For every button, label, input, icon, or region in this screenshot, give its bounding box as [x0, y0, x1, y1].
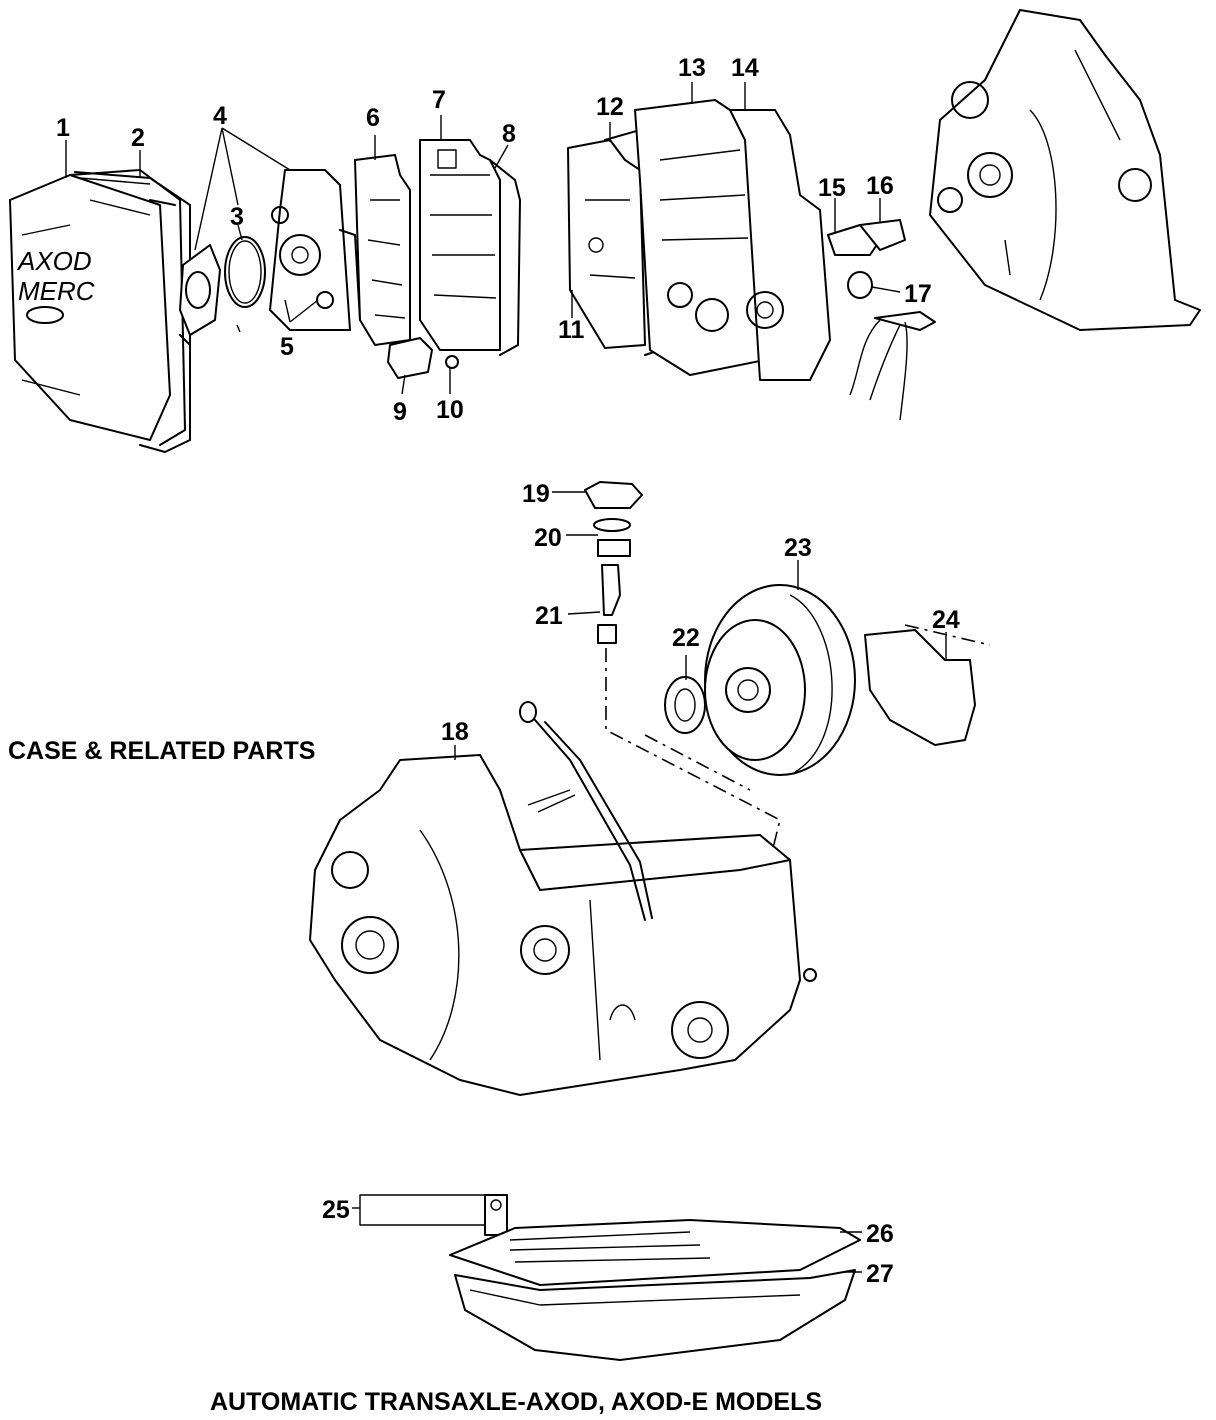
callout-5: 5 — [280, 333, 294, 361]
part-16-sensor — [859, 219, 906, 251]
part-22-seal — [644, 676, 751, 791]
part-1-side-cover: AXOD MERC — [9, 169, 186, 446]
leader-lines — [65, 82, 947, 1273]
caption-case-related-parts: CASE & RELATED PARTS — [8, 737, 315, 765]
callout-18: 18 — [441, 718, 469, 746]
part-18-transaxle-case — [309, 754, 817, 1096]
callout-22: 22 — [672, 624, 700, 652]
part-20-gear — [593, 518, 631, 557]
callout-19: 19 — [522, 480, 550, 508]
part-19-vss-cap — [584, 481, 643, 509]
callout-4: 4 — [213, 102, 227, 130]
callout-21: 21 — [535, 602, 563, 630]
part-9-solenoid — [387, 337, 433, 379]
transaxle-case-rear — [929, 9, 1201, 331]
part-6-separator-plate — [354, 154, 411, 346]
part-11-plate — [567, 139, 646, 349]
part-23-torque-converter — [704, 584, 856, 776]
part-4-pump-seals — [179, 244, 221, 346]
callout-11: 11 — [558, 316, 585, 344]
part-24-shield — [864, 624, 991, 746]
callout-6: 6 — [366, 104, 380, 132]
caption-models: AUTOMATIC TRANSAXLE-AXOD, AXOD-E MODELS — [210, 1388, 822, 1416]
part-25-filter-neck — [359, 1194, 508, 1236]
callout-12: 12 — [596, 93, 624, 121]
part-17-seal-and-harness — [847, 271, 936, 421]
callout-2: 2 — [131, 124, 145, 152]
callout-8: 8 — [502, 120, 516, 148]
callout-1: 1 — [56, 114, 70, 142]
callout-24: 24 — [932, 606, 960, 634]
callout-26: 26 — [866, 1220, 894, 1248]
callout-10: 10 — [436, 396, 464, 424]
callout-7: 7 — [432, 86, 446, 114]
callout-labels: 1 2 3 4 5 6 7 8 9 10 11 12 13 14 15 16 1… — [56, 54, 960, 1288]
callout-20: 20 — [534, 524, 562, 552]
part-7-valve-body — [419, 139, 501, 351]
dipstick-tube — [519, 701, 653, 921]
callout-27: 27 — [866, 1260, 894, 1288]
callout-3: 3 — [230, 203, 244, 231]
callout-23: 23 — [784, 534, 812, 562]
part-27-oil-pan — [454, 1269, 856, 1361]
part-10-check-ball — [445, 355, 459, 369]
callout-9: 9 — [393, 398, 407, 426]
part-21-speedo-cable — [597, 564, 781, 881]
callout-13: 13 — [678, 54, 706, 82]
part-8-valve-body-gasket — [489, 159, 521, 356]
callout-14: 14 — [731, 54, 759, 82]
part-5-pump-assembly — [269, 169, 361, 331]
callout-25: 25 — [322, 1196, 350, 1224]
callout-15: 15 — [818, 174, 846, 202]
part-3-o-ring — [224, 236, 266, 333]
pan-label-line1: AXOD — [16, 246, 92, 276]
part-26-filter — [449, 1219, 861, 1286]
part-14-channel-plate — [729, 109, 831, 381]
pan-label-line2: MERC — [18, 276, 95, 306]
callout-17: 17 — [904, 280, 932, 308]
callout-16: 16 — [866, 172, 894, 200]
